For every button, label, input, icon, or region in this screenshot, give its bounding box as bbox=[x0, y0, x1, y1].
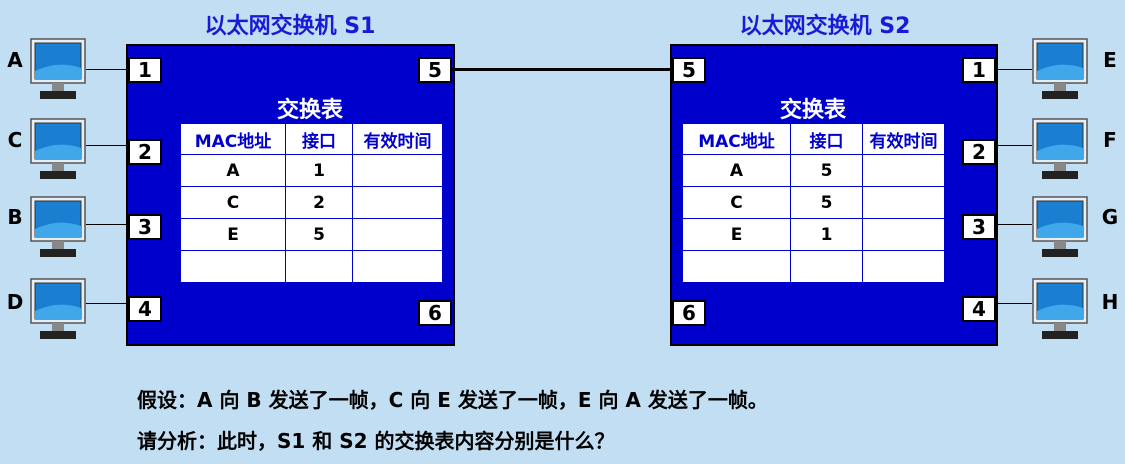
switch-link bbox=[452, 68, 674, 71]
table-cell bbox=[862, 250, 945, 283]
host-label-d: D bbox=[6, 290, 24, 314]
table-cell: 5 bbox=[285, 218, 353, 251]
table-cell bbox=[352, 154, 443, 187]
table-cell: 2 bbox=[285, 186, 353, 219]
host-label-h: H bbox=[1101, 290, 1119, 314]
table-row: E 1 bbox=[682, 218, 945, 251]
host-label-g: G bbox=[1101, 205, 1119, 229]
cable-c bbox=[86, 145, 128, 146]
switch-s1-table: MAC地址 接口 有效时间 A 1 C 2 E 5 bbox=[180, 123, 443, 283]
cable-e bbox=[996, 69, 1032, 70]
question-line-1: 假设：A 向 B 发送了一帧，C 向 E 发送了一帧，E 向 A 发送了一帧。 bbox=[137, 388, 768, 412]
table-cell bbox=[352, 250, 443, 283]
table-cell: 1 bbox=[285, 154, 353, 187]
table-cell bbox=[352, 186, 443, 219]
table-row: A 1 bbox=[180, 154, 443, 187]
computer-icon bbox=[30, 38, 86, 99]
switch-s2-table: MAC地址 接口 有效时间 A 5 C 5 E 1 bbox=[682, 123, 945, 283]
table-cell bbox=[352, 218, 443, 251]
host-label-e: E bbox=[1103, 48, 1117, 72]
table-header: MAC地址 bbox=[180, 123, 286, 155]
table-header: 有效时间 bbox=[862, 123, 945, 155]
table-cell: A bbox=[682, 154, 791, 187]
table-cell bbox=[682, 250, 791, 283]
table-cell: C bbox=[682, 186, 791, 219]
switch-s1-title: 以太网交换机 S1 bbox=[204, 14, 376, 39]
computer-icon bbox=[1032, 278, 1088, 339]
s2-port-1: 1 bbox=[962, 57, 996, 83]
cable-a bbox=[86, 69, 128, 70]
s1-port-2: 2 bbox=[128, 139, 162, 165]
table-cell: 5 bbox=[790, 186, 863, 219]
table-cell bbox=[285, 250, 353, 283]
table-cell: E bbox=[180, 218, 286, 251]
table-header: 有效时间 bbox=[352, 123, 443, 155]
s2-port-3: 3 bbox=[962, 214, 996, 240]
cable-b bbox=[86, 224, 128, 225]
table-cell: 1 bbox=[790, 218, 863, 251]
switch-s2-title: 以太网交换机 S2 bbox=[739, 14, 911, 39]
table-row: C 5 bbox=[682, 186, 945, 219]
cable-g bbox=[996, 224, 1032, 225]
table-cell: A bbox=[180, 154, 286, 187]
s1-port-3: 3 bbox=[128, 214, 162, 240]
s1-port-4: 4 bbox=[128, 296, 162, 322]
switch-s2-table-title: 交换表 bbox=[779, 98, 846, 123]
s1-port-6: 6 bbox=[418, 300, 452, 326]
cable-d bbox=[86, 303, 128, 304]
table-header: 接口 bbox=[285, 123, 353, 155]
table-cell: C bbox=[180, 186, 286, 219]
s1-port-5: 5 bbox=[418, 57, 452, 83]
computer-icon bbox=[30, 118, 86, 179]
table-cell bbox=[180, 250, 286, 283]
s2-port-5: 5 bbox=[672, 57, 706, 83]
cable-h bbox=[996, 303, 1032, 304]
table-cell bbox=[862, 186, 945, 219]
cable-f bbox=[996, 145, 1032, 146]
computer-icon bbox=[30, 278, 86, 339]
table-row bbox=[180, 250, 443, 283]
table-header: 接口 bbox=[790, 123, 863, 155]
table-row: A 5 bbox=[682, 154, 945, 187]
host-label-f: F bbox=[1103, 128, 1117, 152]
s2-port-2: 2 bbox=[962, 139, 996, 165]
question-line-2: 请分析：此时，S1 和 S2 的交换表内容分别是什么？ bbox=[137, 429, 615, 453]
host-label-b: B bbox=[7, 205, 23, 229]
table-header: MAC地址 bbox=[682, 123, 791, 155]
table-row bbox=[682, 250, 945, 283]
switch-s1-table-title: 交换表 bbox=[276, 98, 343, 123]
table-row: C 2 bbox=[180, 186, 443, 219]
table-cell bbox=[862, 218, 945, 251]
computer-icon bbox=[1032, 196, 1088, 257]
table-row: E 5 bbox=[180, 218, 443, 251]
computer-icon bbox=[1032, 38, 1088, 99]
s2-port-4: 4 bbox=[962, 296, 996, 322]
table-cell: E bbox=[682, 218, 791, 251]
table-cell: 5 bbox=[790, 154, 863, 187]
host-label-c: C bbox=[7, 128, 23, 152]
s1-port-1: 1 bbox=[128, 57, 162, 83]
table-cell bbox=[862, 154, 945, 187]
computer-icon bbox=[30, 196, 86, 257]
s2-port-6: 6 bbox=[672, 300, 706, 326]
computer-icon bbox=[1032, 118, 1088, 179]
table-cell bbox=[790, 250, 863, 283]
host-label-a: A bbox=[7, 48, 23, 72]
